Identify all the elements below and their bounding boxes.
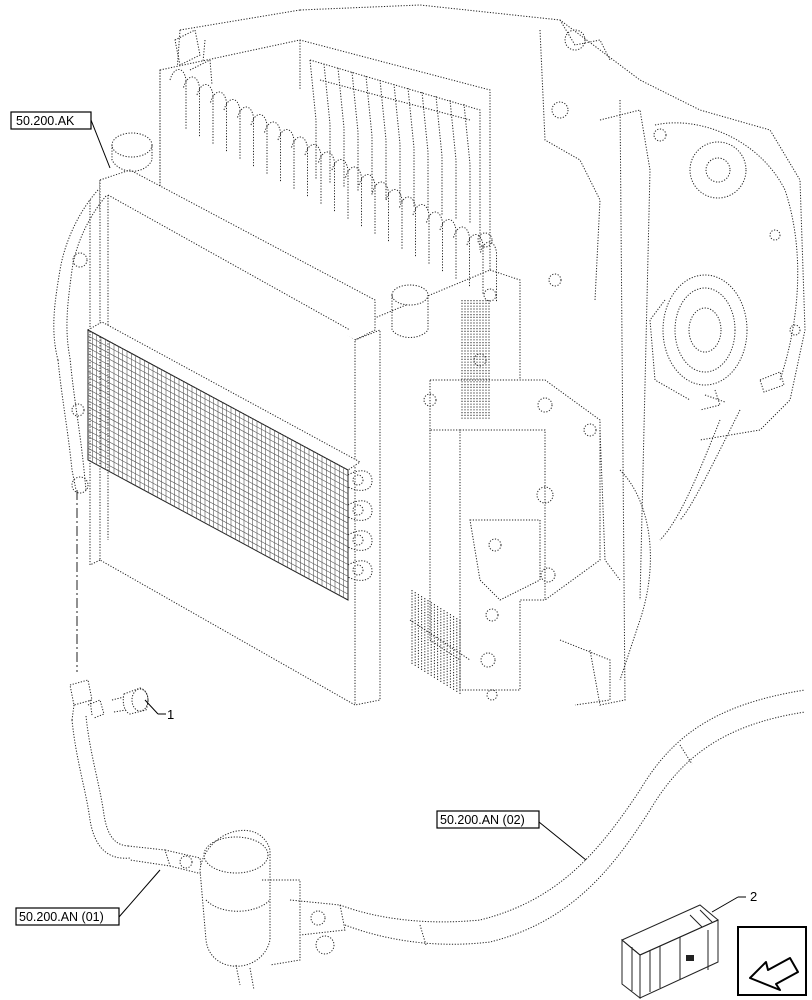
- kit-box: [621, 904, 719, 1000]
- ref-label-hose-lower: 50.200.AN (01): [15, 869, 161, 926]
- left-hose: [53, 189, 107, 494]
- callout-item-1: 1: [144, 699, 174, 722]
- ref-label-hose-upper: 50.200.AN (02): [436, 810, 587, 861]
- receiver-drier: [199, 829, 346, 991]
- pressure-switch-fitting: [69, 679, 105, 721]
- svg-text:50.200.AN (02): 50.200.AN (02): [440, 813, 525, 827]
- pressure-switch: [111, 687, 149, 715]
- hose-02: [339, 689, 806, 946]
- engine-block: [174, 4, 806, 706]
- ref-label-radiator: 50.200.AK: [10, 111, 111, 169]
- radiator-frame: [409, 232, 621, 706]
- callout-item-2: 2: [711, 889, 757, 913]
- radiator-core: [89, 132, 429, 706]
- oil-cooler: [86, 321, 373, 601]
- svg-text:50.200.AK: 50.200.AK: [16, 114, 75, 128]
- view-direction-icon: [737, 926, 807, 996]
- svg-text:50.200.AN (01): 50.200.AN (01): [19, 910, 104, 924]
- svg-text:2: 2: [750, 889, 757, 904]
- lower-hose-01: [71, 715, 203, 875]
- svg-text:1: 1: [167, 707, 174, 722]
